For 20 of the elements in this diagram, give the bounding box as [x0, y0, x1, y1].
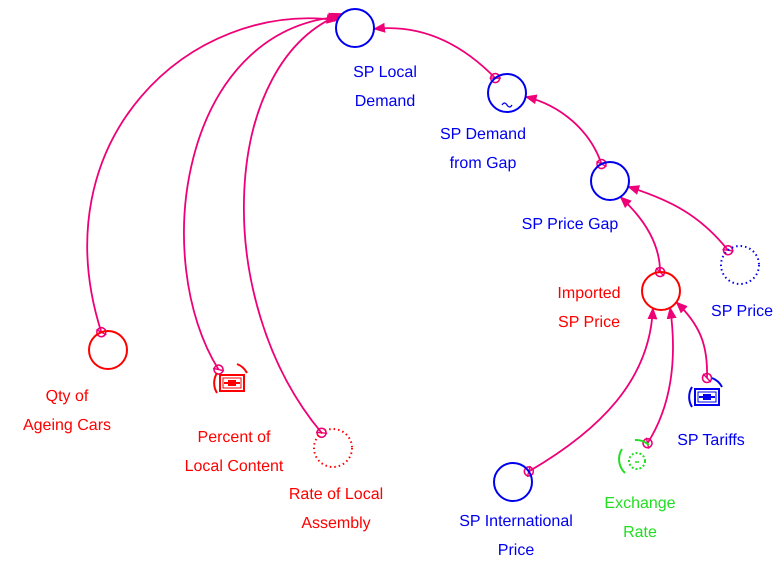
variable-label: Imported SP Price — [556, 284, 622, 333]
link-arrow — [243, 12, 344, 438]
variable-label: SP Tariffs — [676, 431, 746, 451]
variable-label: SP International Price — [458, 512, 574, 561]
link-arrow — [372, 23, 502, 84]
variable-label: SP Local Demand — [352, 63, 418, 112]
variable-label: SP Demand from Gap — [439, 125, 527, 174]
link-arrow — [524, 94, 608, 170]
link-arrow — [524, 307, 657, 478]
link-arrow — [627, 185, 734, 256]
link-arrow — [676, 301, 712, 384]
link-arrow — [642, 306, 676, 450]
variable-label: SP Price Gap — [520, 215, 620, 235]
variable-label: Percent of Local Content — [184, 428, 284, 477]
variable-label: SP Price — [710, 302, 774, 322]
variable-label: Rate of Local Assembly — [288, 485, 384, 534]
link-arrow — [620, 196, 666, 278]
variable-label: Qty of Ageing Cars — [22, 387, 112, 436]
variable-label: Exchange Rate — [603, 494, 677, 543]
link-arrow — [86, 14, 339, 338]
